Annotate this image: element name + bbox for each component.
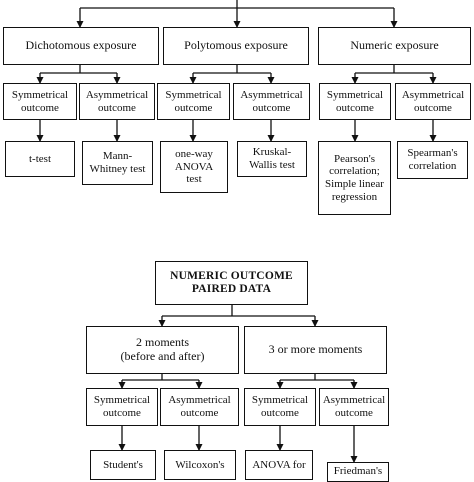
numeric-symmetrical-outcome-box: Symmetrical outcome	[319, 83, 391, 120]
dichotomous-exposure-box: Dichotomous exposure	[3, 27, 159, 65]
polytomous-exposure-box: Polytomous exposure	[163, 27, 309, 65]
numeric-exposure-box: Numeric exposure	[318, 27, 471, 65]
polytomous-asymmetrical-outcome-box: Asymmetrical outcome	[233, 83, 310, 120]
numeric-outcome-paired-data-title-box: NUMERIC OUTCOME PAIRED DATA	[155, 261, 308, 305]
three-moments-symmetrical-outcome-box: Symmetrical outcome	[244, 388, 316, 426]
two-moments-asymmetrical-outcome-box: Asymmetrical outcome	[160, 388, 239, 426]
dichotomous-symmetrical-outcome-box: Symmetrical outcome	[3, 83, 77, 120]
friedmans-test-box: Friedman's	[327, 462, 389, 482]
wilcoxons-test-box: Wilcoxon's	[164, 450, 236, 480]
students-test-box: Student's	[90, 450, 156, 480]
t-test-box: t-test	[5, 141, 75, 177]
numeric-asymmetrical-outcome-box: Asymmetrical outcome	[395, 83, 471, 120]
spearman-correlation-box: Spearman's correlation	[397, 141, 468, 179]
three-or-more-moments-box: 3 or more moments	[244, 326, 387, 374]
anova-repeated-test-box: ANOVA for	[245, 450, 313, 480]
polytomous-symmetrical-outcome-box: Symmetrical outcome	[157, 83, 230, 120]
three-moments-asymmetrical-outcome-box: Asymmetrical outcome	[319, 388, 389, 426]
dichotomous-asymmetrical-outcome-box: Asymmetrical outcome	[79, 83, 155, 120]
one-way-anova-test-box: one-way ANOVA test	[160, 141, 228, 193]
two-moments-symmetrical-outcome-box: Symmetrical outcome	[86, 388, 158, 426]
two-moments-box: 2 moments (before and after)	[86, 326, 239, 374]
pearson-correlation-box: Pearson's correlation; Simple linear reg…	[318, 141, 391, 215]
mann-whitney-test-box: Mann- Whitney test	[82, 141, 153, 185]
kruskal-wallis-test-box: Kruskal- Wallis test	[237, 141, 307, 177]
